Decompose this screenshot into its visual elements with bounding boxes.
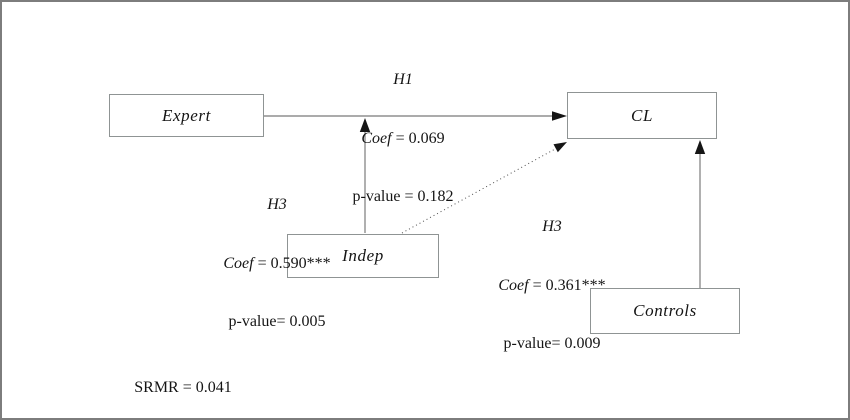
arrow-controls-to-cl: [694, 140, 706, 288]
hypothesis-label: H3: [542, 218, 562, 235]
node-cl-label: CL: [631, 105, 653, 125]
p-value-line: p-value= 0.009: [503, 335, 601, 352]
srmr-line: SRMR = 0.041: [134, 379, 232, 396]
node-indep: Indep: [287, 234, 439, 278]
hypothesis-label: H1: [393, 71, 413, 88]
node-controls: Controls: [590, 288, 740, 334]
hypothesis-label: H3: [267, 196, 287, 213]
node-indep-label: Indep: [342, 246, 384, 265]
arrow-expert-to-cl: [264, 111, 567, 121]
coef-line: Coef = 0.590***: [223, 254, 331, 272]
node-cl: CL: [567, 92, 717, 139]
p-value-line: p-value= 0.005: [228, 313, 326, 330]
path-label-h3-moderation: H3 Coef = 0.590*** p-value= 0.005: [187, 156, 367, 371]
node-expert: Expert: [109, 94, 264, 137]
node-controls-label: Controls: [633, 301, 697, 320]
p-value-line: p-value = 0.182: [352, 188, 454, 205]
arrow-indep-to-cl-dotted: [401, 142, 567, 234]
path-label-h3-direct: H3 Coef = 0.361*** p-value= 0.009: [462, 178, 642, 393]
arrow-indep-to-path: [359, 118, 371, 233]
node-expert-label: Expert: [162, 105, 211, 125]
coef-line: Coef = 0.069: [361, 129, 445, 147]
path-label-h1: H1 Coef = 0.069 p-value = 0.182: [313, 31, 493, 246]
fit-statistics: SRMR = 0.041 f2= 0.382: [98, 340, 268, 418]
coef-line: Coef = 0.361***: [498, 276, 606, 294]
